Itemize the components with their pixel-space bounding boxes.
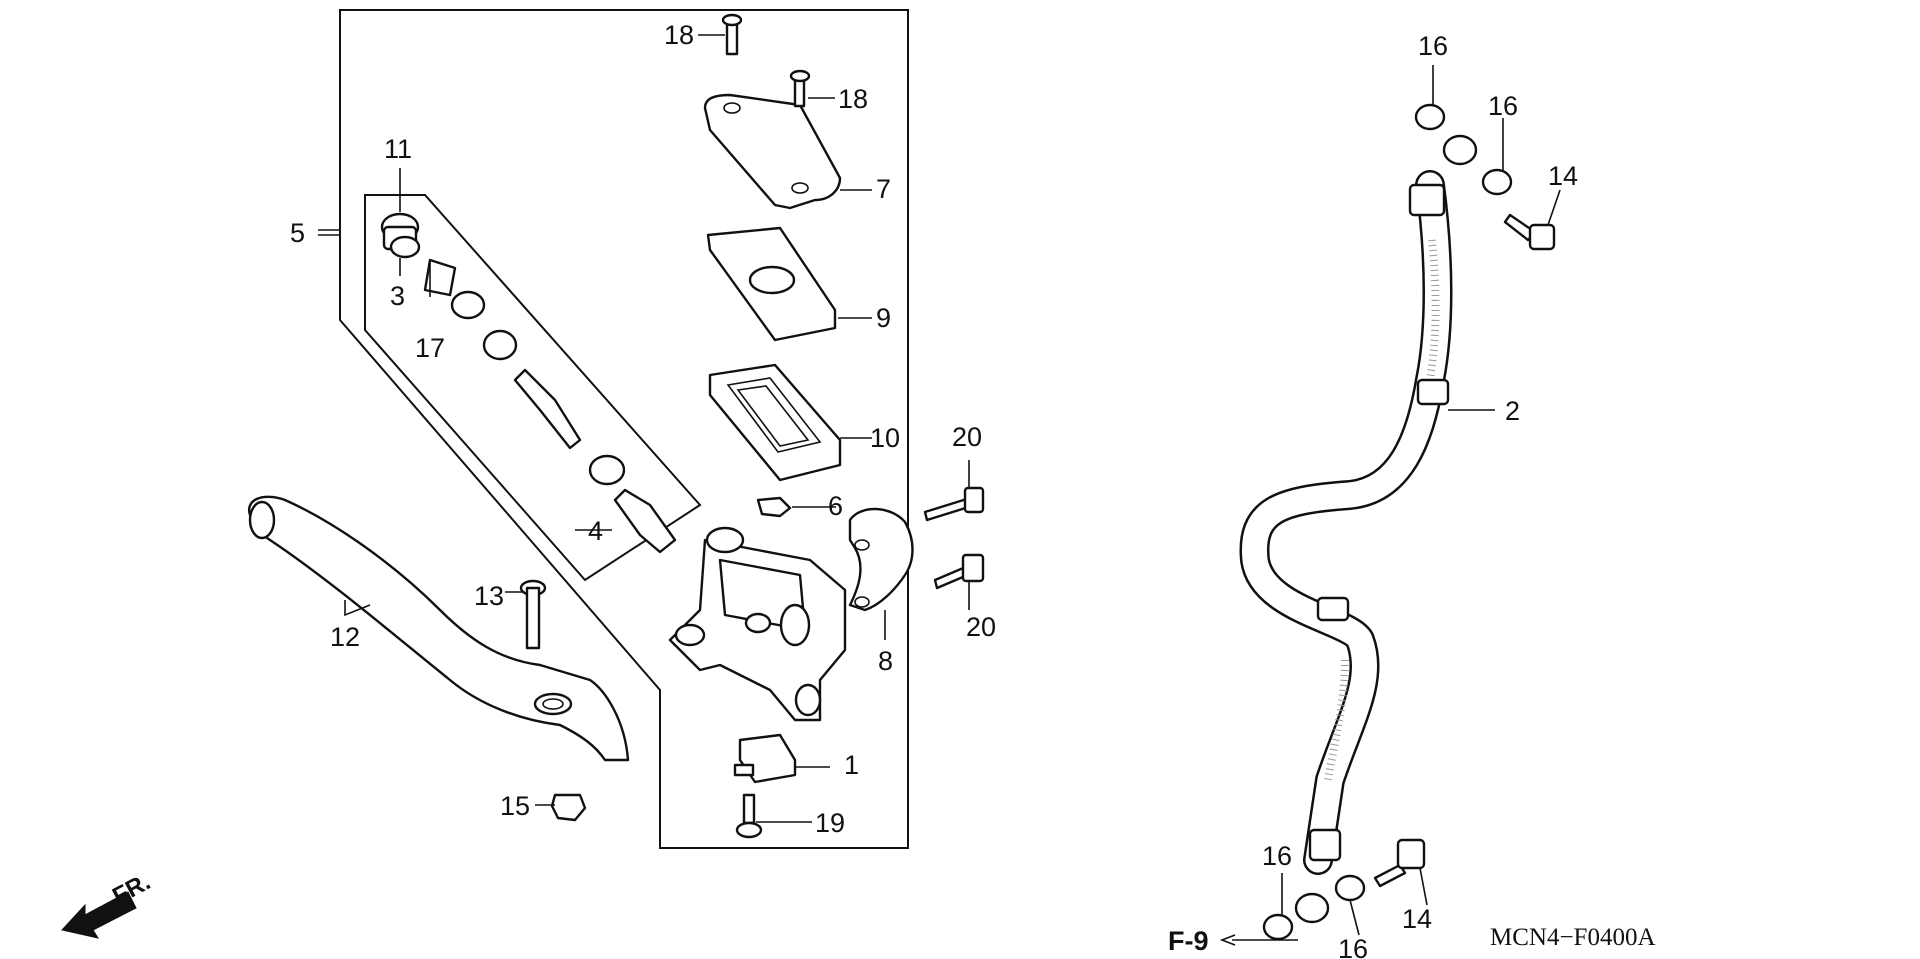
callout-12: 12 — [330, 622, 360, 652]
callout-18-left: 18 — [664, 20, 694, 50]
callout-labels: 1 2 3 4 5 6 7 8 9 10 11 12 13 14 14 15 1… — [290, 20, 1578, 959]
callout-19: 19 — [815, 808, 845, 838]
lever-pivot-clip — [756, 496, 792, 518]
callout-15: 15 — [500, 791, 530, 821]
diaphragm — [708, 363, 842, 482]
callout-16-right: 16 — [1488, 91, 1518, 121]
callout-20-lower: 20 — [966, 612, 996, 642]
callout-1: 1 — [844, 750, 859, 780]
clamp-bolts — [923, 486, 985, 590]
diaphragm-plate — [706, 226, 837, 342]
hose-bolts — [1373, 213, 1556, 888]
reservoir-cover — [703, 93, 842, 210]
callout-9: 9 — [876, 303, 891, 333]
callout-6: 6 — [828, 491, 843, 521]
callout-14-lower: 14 — [1402, 904, 1432, 934]
drawing-code: MCN4−F0400A — [1490, 924, 1656, 951]
brake-lever — [247, 495, 630, 762]
callout-16-top: 16 — [1418, 31, 1448, 61]
callout-8: 8 — [878, 646, 893, 676]
callout-17: 17 — [415, 333, 445, 363]
leader-lines — [318, 34, 1561, 946]
callout-5: 5 — [290, 218, 305, 248]
callout-7: 7 — [876, 174, 891, 204]
cover-screws — [721, 13, 811, 108]
callout-3: 3 — [390, 281, 405, 311]
piston-kit-boundary — [364, 194, 702, 582]
handlebar-clamp — [848, 507, 914, 612]
callout-14-upper: 14 — [1548, 161, 1578, 191]
reference-label-f9: F-9 — [1168, 926, 1209, 956]
callout-16-bottom: 16 — [1338, 934, 1368, 959]
callout-13: 13 — [474, 581, 504, 611]
master-cylinder-body — [668, 526, 847, 722]
pivot-bolt — [519, 579, 547, 650]
callout-16-lower-left: 16 — [1262, 841, 1292, 871]
brake-light-switch — [733, 733, 797, 784]
sealing-washers — [1262, 103, 1513, 941]
callout-20-upper: 20 — [952, 422, 982, 452]
pivot-nut — [550, 793, 587, 822]
callout-10: 10 — [870, 423, 900, 453]
callout-2: 2 — [1505, 396, 1520, 426]
callout-11: 11 — [384, 134, 412, 164]
front-direction-arrow: FR. — [61, 868, 155, 939]
piston-kit — [380, 212, 677, 554]
master-cylinder-assembly-boundary — [339, 9, 909, 849]
callout-18-right: 18 — [838, 84, 868, 114]
switch-screw — [735, 793, 763, 839]
brake-hose — [1239, 134, 1478, 924]
callout-4: 4 — [588, 516, 603, 546]
